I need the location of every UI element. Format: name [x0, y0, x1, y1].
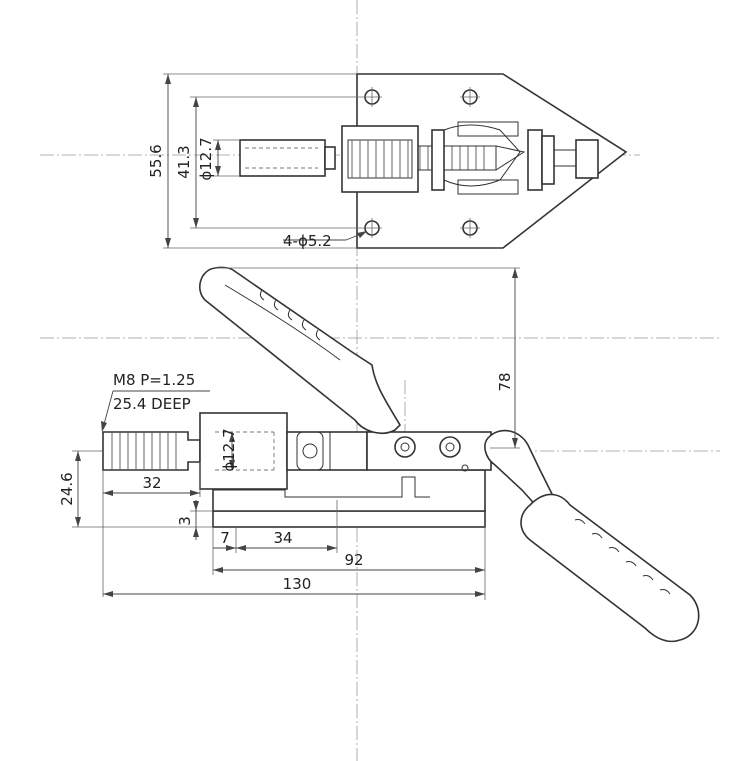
- dim-offset: 7: [220, 529, 230, 547]
- thread-note-line1: M8 P=1.25: [113, 371, 195, 389]
- dim-base-thickness: 3: [176, 516, 194, 526]
- threaded-plunger: [102, 431, 201, 471]
- side-view-elevation: 78 M8 P=1.25 25.4 DEEP ϕ12.7 24.6 32 3: [58, 266, 700, 643]
- dim-height: 24.6: [58, 472, 76, 505]
- top-view-plan: 55.6 41.3 ϕ12.7 4-ϕ5.2: [147, 73, 628, 250]
- dim-base-length: 92: [344, 551, 363, 569]
- thread-note-line2: 25.4 DEEP: [113, 395, 191, 413]
- dim-plunger-dia-side: ϕ12.7: [220, 428, 238, 471]
- pivot-pin: [439, 436, 461, 458]
- dim-total-length: 130: [283, 575, 312, 593]
- pivot-pin: [394, 436, 416, 458]
- dim-overall-height: 55.6: [147, 144, 165, 177]
- guide-block-side: [199, 412, 288, 490]
- dim-plunger-length: 32: [142, 474, 161, 492]
- guide-block: [341, 125, 419, 193]
- upper-lever: [199, 266, 402, 435]
- base-plate: [356, 73, 628, 249]
- dim-holes: 4-ϕ5.2: [283, 232, 332, 250]
- dim-slot: 34: [273, 529, 292, 547]
- base-plate-side: [212, 510, 486, 528]
- dim-hole-spacing: 41.3: [175, 145, 193, 178]
- handle-grip: [520, 493, 700, 643]
- dim-plunger-dia: ϕ12.7: [197, 137, 215, 180]
- link-bracket: [431, 129, 445, 191]
- plunger-rod: [239, 139, 326, 177]
- dim-lever-height: 78: [496, 372, 514, 391]
